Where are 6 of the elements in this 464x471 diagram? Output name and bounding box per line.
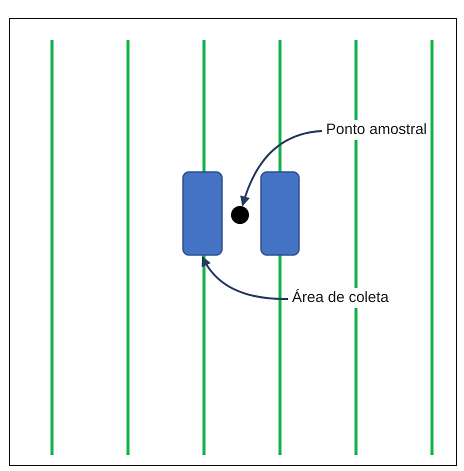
- leader-arrow: [240, 130, 322, 206]
- sample-point-dot: [231, 206, 249, 224]
- leader-arrow: [202, 256, 288, 300]
- collection-area: [260, 171, 300, 256]
- collection-area: [182, 171, 223, 256]
- callout-label: Área de coleta: [289, 288, 392, 308]
